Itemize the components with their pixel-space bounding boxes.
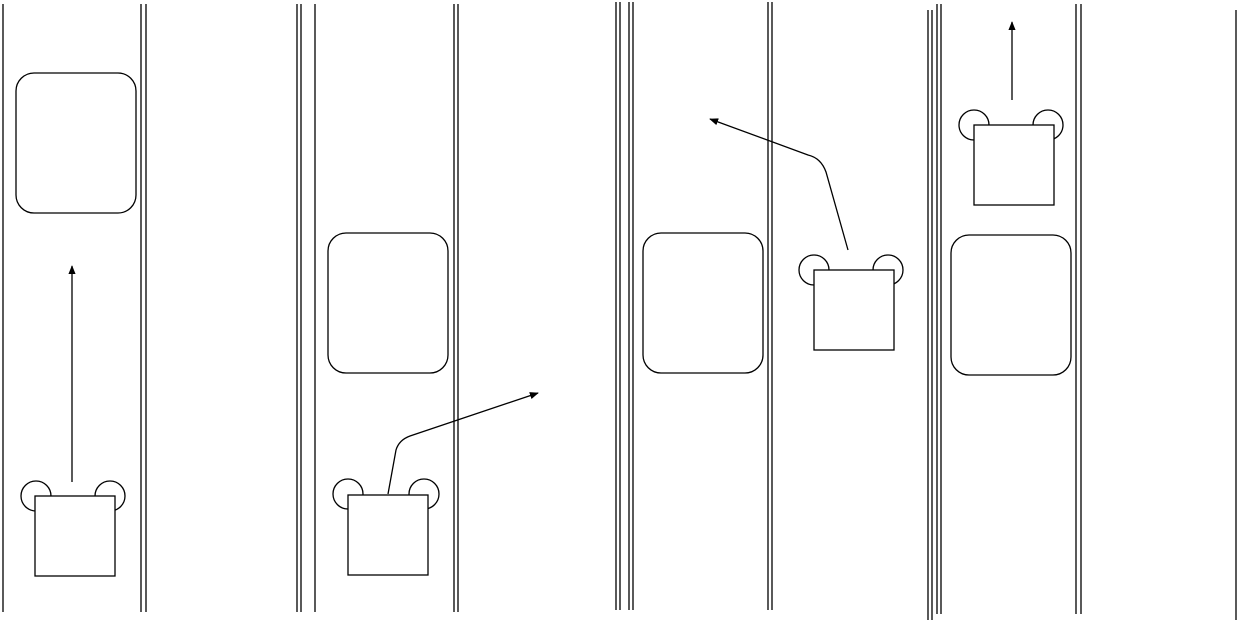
- robot-body: [347, 494, 429, 576]
- robot: [20, 480, 126, 577]
- panel-2: [296, 4, 539, 612]
- lane-boundaries: [615, 2, 773, 610]
- robot: [798, 254, 904, 351]
- obstacle-block: [327, 232, 449, 374]
- lane-boundaries: [927, 4, 1237, 620]
- obstacle-block: [950, 234, 1072, 376]
- obstacle-block: [15, 72, 137, 214]
- panel-3: [615, 2, 904, 610]
- motion-arrow: [387, 392, 539, 495]
- robot: [958, 109, 1064, 206]
- robot-body: [973, 124, 1055, 206]
- robot: [332, 478, 440, 576]
- panel-4: [927, 4, 1237, 620]
- robot-body: [34, 495, 116, 577]
- robot-body: [813, 269, 895, 351]
- motion-arrow: [709, 118, 849, 251]
- lane-boundaries: [296, 4, 459, 612]
- lane-boundaries: [2, 4, 147, 612]
- obstacle-block: [642, 232, 764, 374]
- panel-1: [2, 4, 147, 612]
